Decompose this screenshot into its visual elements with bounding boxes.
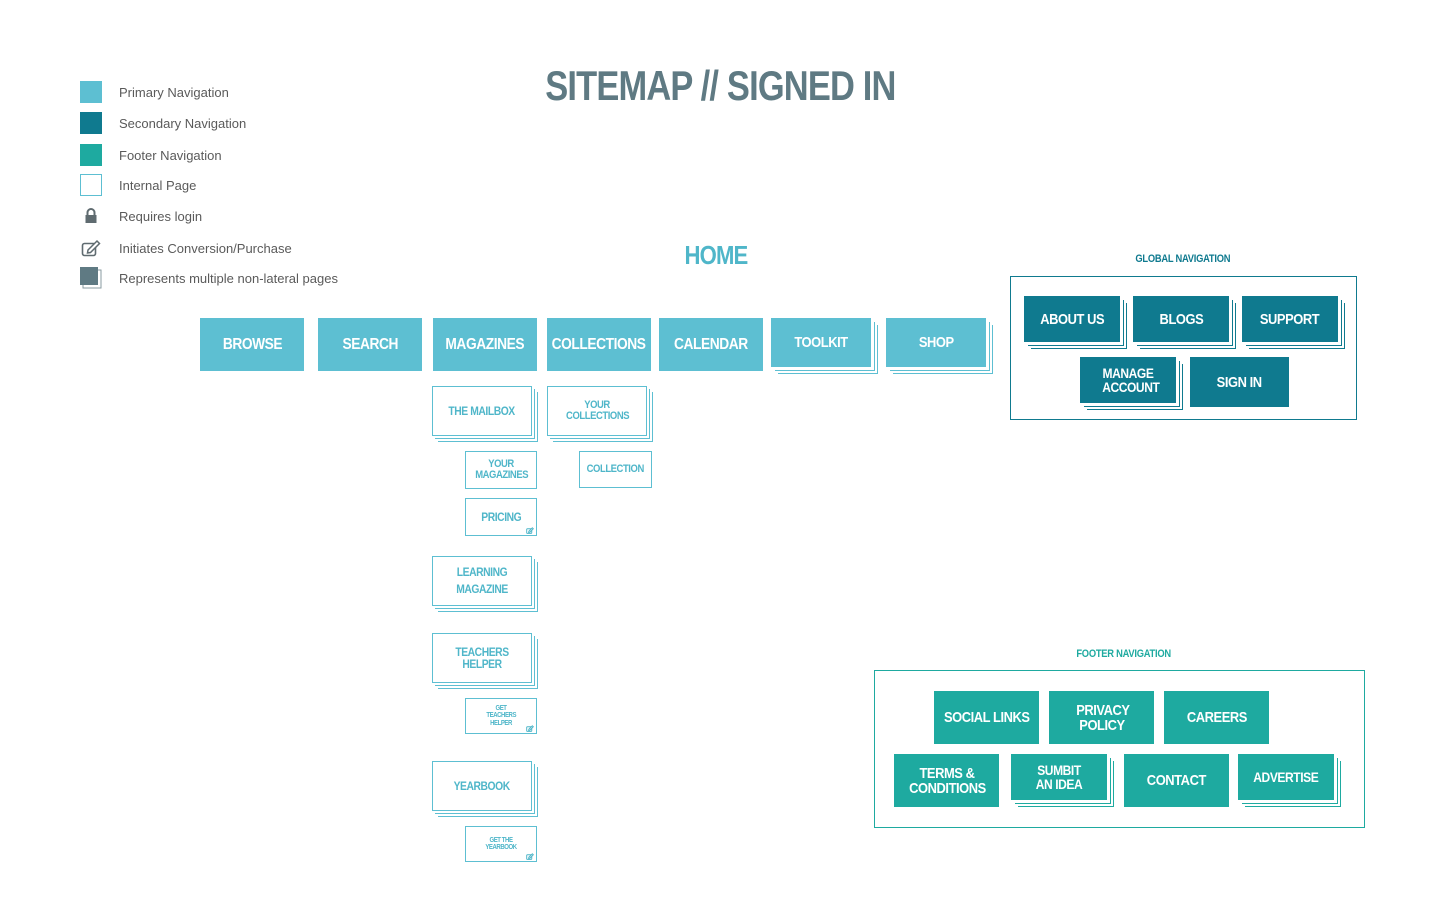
nav-label: SOCIAL LINKS — [943, 709, 1030, 726]
page-the-mailbox[interactable]: THE MAILBOX — [432, 386, 532, 436]
edit-icon — [526, 527, 534, 534]
page-learning-magazine[interactable]: LEARNING MAGAZINE — [432, 556, 532, 606]
global-blogs[interactable]: BLOGS — [1133, 296, 1229, 342]
legend-label: Internal Page — [119, 177, 197, 193]
edit-icon — [526, 853, 534, 860]
page-label: PRICING — [480, 510, 521, 524]
page-title: SITEMAP // SIGNED IN — [545, 62, 896, 109]
legend-label: Footer Navigation — [119, 147, 222, 163]
internal-swatch — [80, 174, 102, 196]
nav-label: ABOUT US — [1040, 310, 1104, 328]
page-your-magazines[interactable]: YOUR MAGAZINES — [465, 451, 537, 489]
nav-search[interactable]: SEARCH — [318, 318, 422, 371]
legend-label: Represents multiple non-lateral pages — [119, 270, 338, 286]
legend-item-stack: Represents multiple non-lateral pages — [80, 267, 338, 289]
legend-label: Requires login — [119, 208, 203, 224]
edit-icon — [526, 725, 534, 732]
page-label: LEARNING MAGAZINE — [456, 565, 508, 596]
legend-label: Primary Navigation — [119, 84, 229, 100]
nav-browse[interactable]: BROWSE — [200, 318, 304, 371]
stack-icon — [80, 267, 102, 289]
legend-label: Secondary Navigation — [119, 115, 247, 131]
legend-item-login: Requires login — [80, 205, 202, 227]
nav-label: COLLECTIONS — [552, 335, 646, 353]
nav-label: PRIVACY POLICY — [1075, 701, 1130, 734]
nav-collections[interactable]: COLLECTIONS — [547, 318, 651, 371]
page-label: GET TEACHERS HELPER — [486, 704, 517, 727]
legend-item-footer: Footer Navigation — [80, 144, 222, 166]
nav-magazines[interactable]: MAGAZINES — [433, 318, 537, 371]
global-about-us[interactable]: ABOUT US — [1024, 296, 1120, 342]
page-label: YEARBOOK — [453, 779, 511, 793]
nav-label: CAREERS — [1186, 709, 1247, 726]
page-get-teachers-helper[interactable]: GET TEACHERS HELPER — [465, 698, 537, 734]
legend-item-secondary: Secondary Navigation — [80, 112, 246, 134]
legend-label: Initiates Conversion/Purchase — [119, 240, 292, 256]
legend-item-conversion: Initiates Conversion/Purchase — [80, 237, 292, 259]
nav-label: TOOLKIT — [794, 334, 848, 351]
page-teachers-helper[interactable]: TEACHERS HELPER — [432, 633, 532, 683]
page-label: YOUR MAGAZINES — [475, 458, 529, 481]
global-manage-account[interactable]: MANAGE ACCOUNT — [1080, 357, 1176, 403]
legend-item-internal: Internal Page — [80, 174, 196, 196]
secondary-swatch — [80, 112, 102, 134]
global-nav-frame — [1010, 276, 1357, 420]
lock-icon — [80, 205, 102, 227]
global-sign-in[interactable]: SIGN IN — [1190, 357, 1289, 407]
legend-item-primary: Primary Navigation — [80, 81, 229, 103]
nav-label: SIGN IN — [1216, 373, 1263, 391]
page-collection[interactable]: COLLECTION — [579, 451, 652, 488]
nav-label: ADVERTISE — [1253, 769, 1319, 785]
page-label: THE MAILBOX — [448, 404, 516, 418]
nav-label: MANAGE ACCOUNT — [1102, 365, 1160, 395]
global-nav-title: GLOBAL NAVIGATION — [1135, 253, 1231, 265]
nav-toolkit[interactable]: TOOLKIT — [771, 318, 871, 367]
footer-privacy-policy[interactable]: PRIVACY POLICY — [1049, 691, 1154, 744]
nav-label: BLOGS — [1159, 310, 1203, 328]
nav-label: MAGAZINES — [445, 335, 525, 353]
footer-careers[interactable]: CAREERS — [1164, 691, 1269, 744]
home-label: HOME — [684, 240, 749, 270]
page-label: TEACHERS HELPER — [455, 645, 509, 671]
nav-label: SHOP — [918, 334, 954, 351]
footer-nav-frame — [874, 670, 1365, 828]
footer-terms-conditions[interactable]: TERMS & CONDITIONS — [894, 754, 999, 807]
page-label: YOUR COLLECTIONS — [566, 399, 630, 422]
footer-contact[interactable]: CONTACT — [1124, 754, 1229, 807]
footer-submit-idea[interactable]: SUMBIT AN IDEA — [1011, 754, 1107, 800]
page-yearbook[interactable]: YEARBOOK — [432, 761, 532, 811]
page-your-collections[interactable]: YOUR COLLECTIONS — [547, 386, 647, 436]
nav-calendar[interactable]: CALENDAR — [659, 318, 763, 371]
nav-label: SUMBIT AN IDEA — [1035, 762, 1083, 792]
footer-nav-title: FOOTER NAVIGATION — [1076, 648, 1172, 660]
footer-advertise[interactable]: ADVERTISE — [1238, 754, 1334, 800]
page-label: GET THE YEARBOOK — [485, 836, 517, 851]
page-pricing[interactable]: PRICING — [465, 498, 537, 536]
global-support[interactable]: SUPPORT — [1242, 296, 1338, 342]
nav-label: TERMS & CONDITIONS — [908, 764, 986, 797]
nav-label: SUPPORT — [1260, 310, 1320, 328]
primary-swatch — [80, 81, 102, 103]
edit-icon — [80, 237, 102, 259]
nav-label: CONTACT — [1146, 772, 1207, 789]
page-get-the-yearbook[interactable]: GET THE YEARBOOK — [465, 826, 537, 862]
footer-social-links[interactable]: SOCIAL LINKS — [934, 691, 1039, 744]
nav-shop[interactable]: SHOP — [886, 318, 986, 367]
page-label: COLLECTION — [586, 463, 645, 475]
nav-label: BROWSE — [222, 335, 282, 353]
footer-swatch — [80, 144, 102, 166]
nav-label: SEARCH — [342, 335, 398, 353]
nav-label: CALENDAR — [674, 335, 748, 353]
